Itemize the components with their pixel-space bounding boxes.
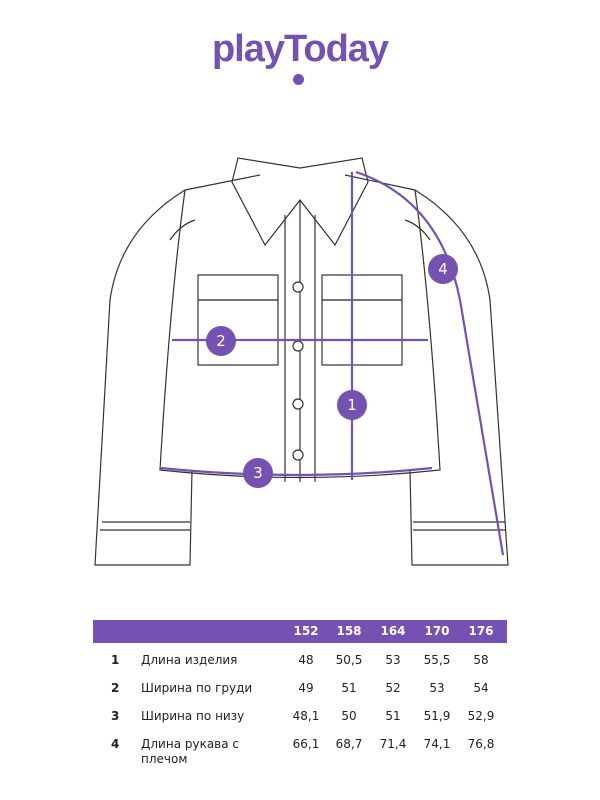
cell-value: 53 — [429, 681, 445, 695]
cell-value: 51 — [385, 709, 401, 723]
size-header: 176 — [468, 624, 494, 638]
cell-value: 51,9 — [423, 709, 451, 723]
right-sleeve — [409, 189, 509, 566]
cell-value: 58 — [473, 653, 489, 667]
marker-4-label: 4 — [438, 260, 448, 278]
cell-value: 76,8 — [467, 737, 495, 751]
marker-1 — [337, 390, 367, 420]
cell-value: 51 — [341, 681, 357, 695]
table-row: 1 Длина изделия 48 50,5 53 55,5 58 — [93, 653, 507, 681]
cell-value: 50 — [341, 709, 357, 723]
cell-value: 49 — [298, 681, 314, 695]
table-row: 3 Ширина по низу 48,1 50 51 51,9 52,9 — [93, 709, 507, 737]
cell-value: 54 — [473, 681, 489, 695]
measure-line-4 — [355, 170, 505, 556]
size-table-header: 152 158 164 170 176 — [93, 620, 507, 643]
cell-value: 48,1 — [292, 709, 320, 723]
cell-value: 66,1 — [292, 737, 320, 751]
size-header: 164 — [380, 624, 406, 638]
cell-value: 52 — [385, 681, 401, 695]
cell-value: 53 — [385, 653, 401, 667]
logo-dot — [293, 74, 304, 85]
jacket-outline — [94, 157, 509, 566]
row-number: 3 — [111, 709, 120, 723]
marker-1-label: 1 — [347, 396, 357, 414]
size-header: 170 — [424, 624, 450, 638]
cell-value: 71,4 — [379, 737, 407, 751]
measure-line-3 — [159, 466, 433, 477]
row-label: Длина рукава с плечом — [141, 737, 240, 766]
marker-4 — [428, 254, 458, 284]
size-table: 152 158 164 170 176 1 Длина изделия 48 5… — [93, 620, 507, 773]
marker-2-label: 2 — [216, 332, 226, 350]
cell-value: 74,1 — [423, 737, 451, 751]
row-label: Ширина по низу — [141, 709, 245, 723]
measurement-markers — [206, 254, 458, 488]
cell-value: 55,5 — [423, 653, 451, 667]
table-row: 4 Длина рукава с плечом 66,1 68,7 71,4 7… — [93, 737, 507, 773]
row-label: Длина изделия — [141, 653, 238, 667]
cell-value: 50,5 — [335, 653, 363, 667]
row-number: 2 — [111, 681, 120, 695]
cell-value: 68,7 — [335, 737, 363, 751]
row-number: 1 — [111, 653, 120, 667]
jacket-diagram: 1 2 3 4 — [94, 157, 509, 566]
left-pocket — [197, 299, 279, 366]
right-pocket-flap — [321, 274, 403, 301]
cell-value: 48 — [298, 653, 314, 667]
cell-value: 52,9 — [467, 709, 495, 723]
table-row: 2 Ширина по груди 49 51 52 53 54 — [93, 681, 507, 709]
brand-logo: playToday — [0, 28, 600, 71]
size-header: 152 — [293, 624, 319, 638]
row-label: Ширина по груди — [141, 681, 253, 695]
row-number: 4 — [111, 737, 120, 751]
size-header: 158 — [336, 624, 362, 638]
marker-2 — [206, 326, 236, 356]
left-sleeve — [94, 189, 193, 566]
left-pocket-flap — [197, 274, 279, 301]
measurement-lines — [159, 170, 505, 556]
collar — [231, 157, 369, 247]
marker-3-label: 3 — [253, 464, 263, 482]
logo-text: playToday — [211, 28, 389, 70]
right-pocket — [321, 299, 403, 366]
marker-3 — [243, 458, 273, 488]
